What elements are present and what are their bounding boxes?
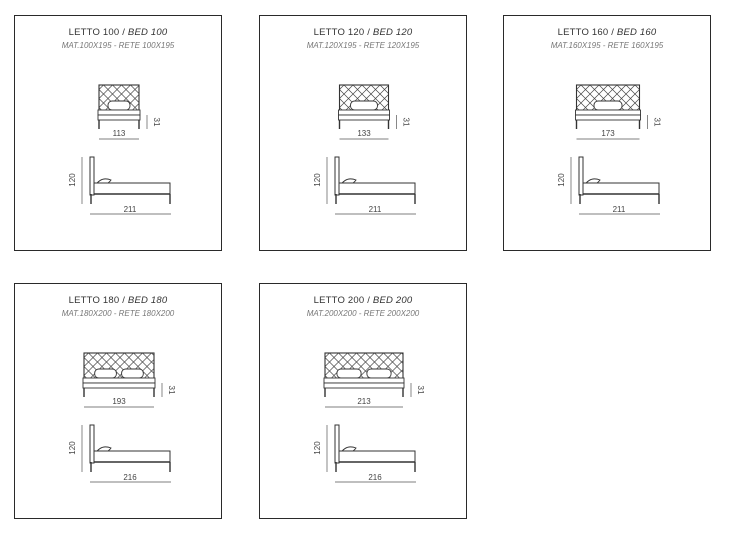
pillow — [336, 368, 362, 379]
side-view — [81, 424, 171, 483]
bed-title: LETTO 200 / BED 200 — [260, 295, 466, 306]
bed-title: LETTO 160 / BED 160 — [504, 27, 710, 38]
bed-title-it: LETTO 120 — [313, 27, 365, 38]
front-width-label: 113 — [113, 129, 126, 138]
mattress — [338, 109, 390, 116]
bed-title-it: LETTO 200 — [313, 295, 365, 306]
pillow — [107, 100, 131, 111]
side-mattress — [582, 182, 660, 195]
mattress — [97, 109, 141, 116]
side-height-label: 120 — [313, 441, 322, 455]
mattress-spec: MAT.160X195 - RETE 160X195 — [550, 41, 664, 50]
bed-drawing: 173 31 120 211 — [557, 84, 662, 215]
front-view — [338, 84, 397, 140]
mattress-spec: MAT.120X195 - RETE 120X195 — [306, 41, 420, 50]
bed-frame — [323, 382, 405, 389]
front-view — [575, 84, 648, 140]
bed-title-it: LETTO 180 — [68, 295, 120, 306]
side-length-label: 216 — [123, 473, 137, 482]
mattress — [82, 377, 156, 384]
front-width-label: 213 — [357, 397, 371, 406]
mattress — [323, 377, 405, 384]
bed-frame — [338, 114, 390, 121]
side-length-label: 211 — [124, 205, 137, 214]
bed-drawing: 113 31 120 211 — [68, 84, 171, 215]
bed-title-en: BED 100 — [127, 27, 168, 38]
pillow — [94, 368, 117, 379]
side-view — [570, 156, 660, 215]
pillow — [350, 100, 378, 111]
side-height-label: 120 — [68, 441, 77, 455]
front-view — [82, 352, 163, 408]
side-headboard — [334, 156, 340, 196]
title-separator: / — [364, 27, 373, 38]
title-separator: / — [119, 295, 128, 306]
mattress-spec: MAT.200X200 - RETE 200X200 — [306, 309, 420, 318]
side-mattress — [338, 182, 416, 195]
pillow — [366, 368, 392, 379]
bed-title: LETTO 120 / BED 120 — [260, 27, 466, 38]
side-length-label: 211 — [613, 205, 626, 214]
mattress-spec: MAT.180X200 - RETE 180X200 — [61, 309, 175, 318]
pillow — [121, 368, 144, 379]
front-height-label: 31 — [653, 118, 662, 127]
front-width-label: 133 — [357, 129, 371, 138]
bed-title-en: BED 200 — [372, 295, 413, 306]
side-height-label: 120 — [313, 173, 322, 187]
side-mattress — [338, 450, 416, 463]
side-height-label: 120 — [557, 173, 566, 187]
side-mattress — [93, 182, 171, 195]
title-separator: / — [119, 27, 128, 38]
front-height-label: 31 — [152, 118, 161, 127]
side-mattress — [93, 450, 171, 463]
bed-drawing: 193 31 120 216 — [68, 352, 176, 483]
side-view — [326, 424, 416, 483]
mattress-spec: MAT.100X195 - RETE 100X195 — [61, 41, 175, 50]
front-height-label: 31 — [167, 386, 176, 395]
side-view — [326, 156, 416, 215]
bed-title-it: LETTO 100 — [68, 27, 120, 38]
bed-title: LETTO 180 / BED 180 — [15, 295, 221, 306]
front-width-label: 173 — [601, 129, 615, 138]
front-width-label: 193 — [112, 397, 126, 406]
bed-frame — [97, 114, 141, 121]
side-headboard — [334, 424, 340, 464]
side-headboard — [89, 156, 95, 196]
side-headboard — [578, 156, 584, 196]
bed-title: LETTO 100 / BED 100 — [15, 27, 221, 38]
pillow — [593, 100, 623, 111]
side-length-label: 211 — [369, 205, 382, 214]
title-separator: / — [608, 27, 617, 38]
bed-drawing: 133 31 120 211 — [313, 84, 416, 215]
side-length-label: 216 — [368, 473, 382, 482]
bed-drawing: 213 31 120 216 — [313, 352, 425, 483]
side-headboard — [89, 424, 95, 464]
bed-title-en: BED 160 — [616, 27, 657, 38]
bed-title-it: LETTO 160 — [557, 27, 609, 38]
front-height-label: 31 — [416, 386, 425, 395]
bed-frame — [575, 114, 641, 121]
side-height-label: 120 — [68, 173, 77, 187]
side-view — [81, 156, 171, 215]
mattress — [575, 109, 641, 116]
front-view — [97, 84, 148, 140]
bed-frame — [82, 382, 156, 389]
front-view — [323, 352, 412, 408]
front-height-label: 31 — [402, 118, 411, 127]
title-separator: / — [364, 295, 373, 306]
bed-title-en: BED 180 — [127, 295, 168, 306]
bed-title-en: BED 120 — [372, 27, 413, 38]
